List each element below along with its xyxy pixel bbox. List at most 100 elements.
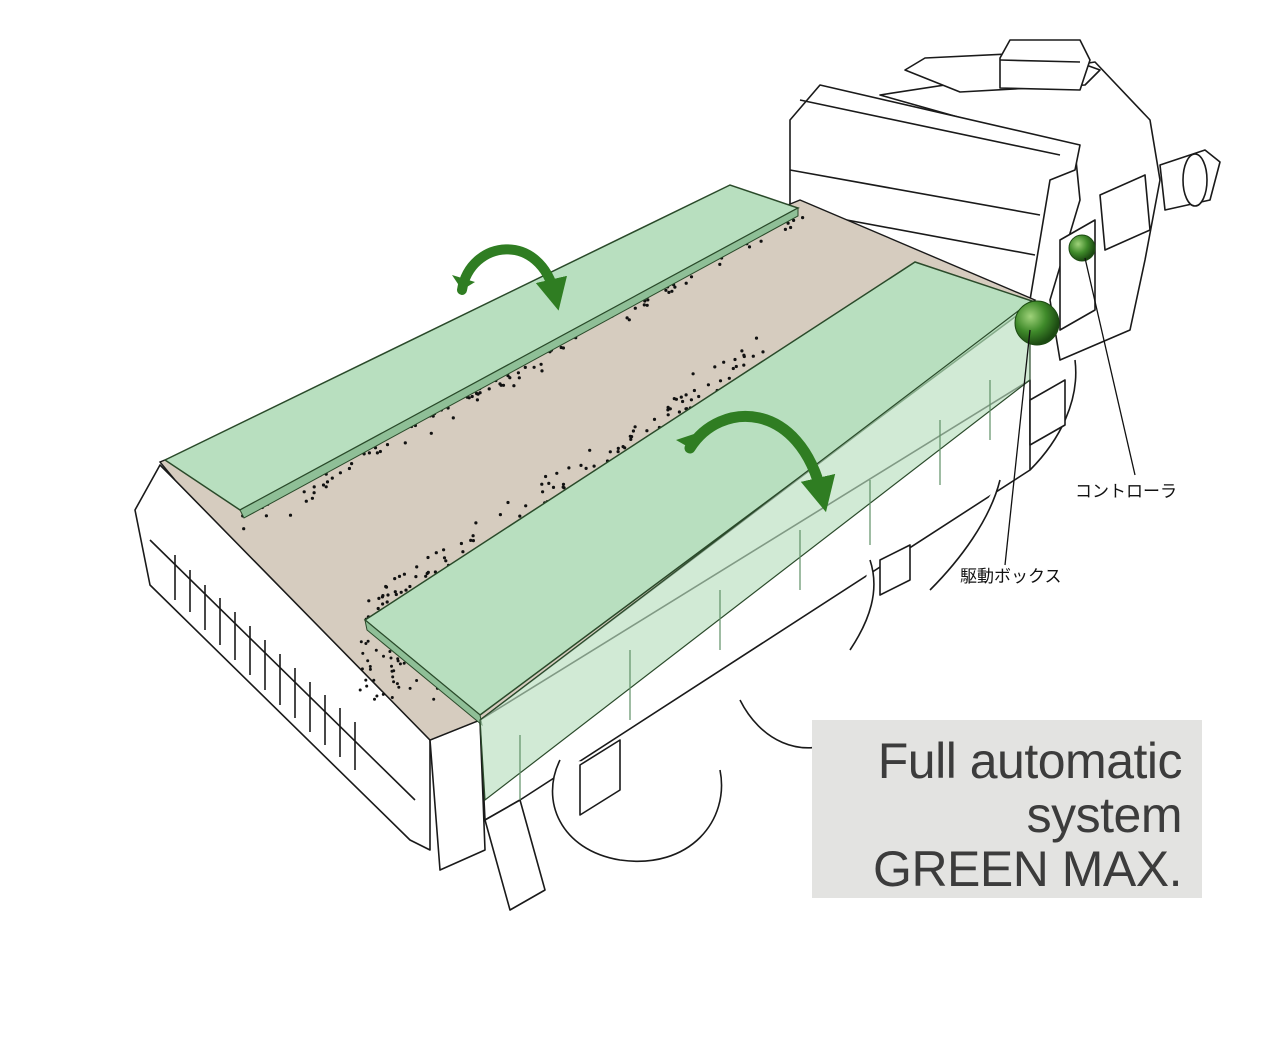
seed-dot (742, 353, 746, 357)
seed-dot (390, 696, 394, 699)
seed-dot (532, 365, 536, 369)
seed-dot (684, 393, 688, 397)
seed-dot (471, 539, 475, 543)
seed-dot (397, 574, 402, 579)
seed-dot (697, 394, 701, 399)
seed-dot (731, 366, 735, 371)
drive-box-knob (1014, 300, 1060, 346)
seed-dot (382, 654, 385, 658)
seed-dot (547, 481, 551, 485)
seed-dot (561, 482, 566, 486)
seed-dot (312, 485, 316, 489)
seed-dot (384, 584, 388, 589)
seed-dot (645, 303, 649, 307)
seed-dot (459, 541, 463, 546)
seed-dot (372, 678, 376, 682)
seed-dot (302, 490, 306, 494)
seed-dot (368, 667, 372, 671)
seed-dot (759, 239, 763, 243)
seed-dot (398, 662, 402, 666)
seed-dot (350, 462, 354, 466)
seed-dot (324, 485, 328, 489)
seed-dot (414, 575, 418, 579)
seed-dot (783, 227, 788, 231)
seed-dot (376, 606, 380, 611)
seed-dot (451, 416, 455, 420)
seed-dot (616, 446, 620, 450)
seed-dot (444, 559, 448, 563)
seed-dot (506, 500, 510, 505)
seed-dot (396, 657, 400, 661)
seed-dot (673, 285, 677, 289)
seed-dot (592, 464, 596, 468)
seed-dot (734, 364, 738, 369)
seed-dot (633, 306, 637, 310)
seed-dot (540, 482, 544, 486)
seed-dot (358, 688, 362, 692)
seed-dot (404, 588, 408, 592)
seed-dot (393, 590, 397, 594)
controller-knob (1068, 234, 1096, 262)
seed-dot (391, 675, 395, 679)
seed-dot (365, 684, 369, 688)
seed-dot (761, 350, 765, 354)
seed-dot (801, 216, 805, 220)
seed-dot (288, 513, 293, 517)
truck-bed (134, 359, 1077, 911)
seed-dot (381, 594, 385, 598)
seed-dot (408, 686, 412, 690)
seed-dot (625, 316, 629, 320)
seed-dot (561, 485, 565, 489)
caption-line-2: system (1026, 787, 1183, 843)
seed-dot (789, 225, 793, 230)
seed-dot (621, 445, 625, 449)
seed-dot (397, 685, 401, 689)
seed-dot (360, 667, 364, 671)
seed-dot (429, 431, 433, 435)
seed-dot (366, 659, 370, 663)
seed-dot (471, 534, 475, 538)
seed-dot (517, 376, 521, 380)
seed-dot (432, 697, 436, 701)
seed-dot (312, 491, 316, 495)
seed-dot (330, 476, 334, 480)
seed-dot (366, 639, 370, 643)
controller-label: コントローラ (1075, 482, 1177, 502)
seed-dot (392, 680, 396, 684)
seed-dot (385, 443, 390, 447)
seed-dot (388, 650, 392, 653)
caption-panel: Full automatic system GREEN MAX. (812, 720, 1202, 898)
seed-dot (631, 429, 636, 433)
seed-dot (389, 656, 393, 660)
seed-dot (442, 556, 447, 560)
seed-dot (498, 513, 502, 517)
seed-dot (524, 504, 528, 508)
seed-dot (689, 398, 694, 402)
seed-dot (381, 692, 385, 696)
seed-dot (722, 360, 726, 364)
seed-dot (512, 384, 516, 388)
seed-dot (375, 694, 379, 698)
seed-dot (381, 602, 385, 606)
caption-text: Full automatic system GREEN MAX. (873, 734, 1182, 896)
seed-dot (474, 521, 478, 525)
seed-dot (373, 697, 376, 701)
seed-dot (364, 642, 368, 645)
seed-dot (399, 590, 403, 594)
seed-dot (403, 441, 407, 445)
seed-dot (368, 665, 372, 668)
seed-dot (434, 551, 438, 555)
seed-dot (475, 398, 479, 402)
seed-dot (310, 496, 314, 500)
seed-dot (672, 397, 676, 401)
seed-dot (664, 288, 668, 292)
seed-dot (684, 407, 688, 411)
seed-dot (408, 584, 412, 589)
seed-dot (264, 514, 268, 518)
seed-dot (679, 395, 683, 399)
cover-side-wall (479, 300, 1031, 802)
seed-dot (718, 379, 723, 383)
seed-dot (742, 363, 746, 367)
seed-dot (442, 548, 446, 552)
seed-dot (364, 678, 368, 682)
